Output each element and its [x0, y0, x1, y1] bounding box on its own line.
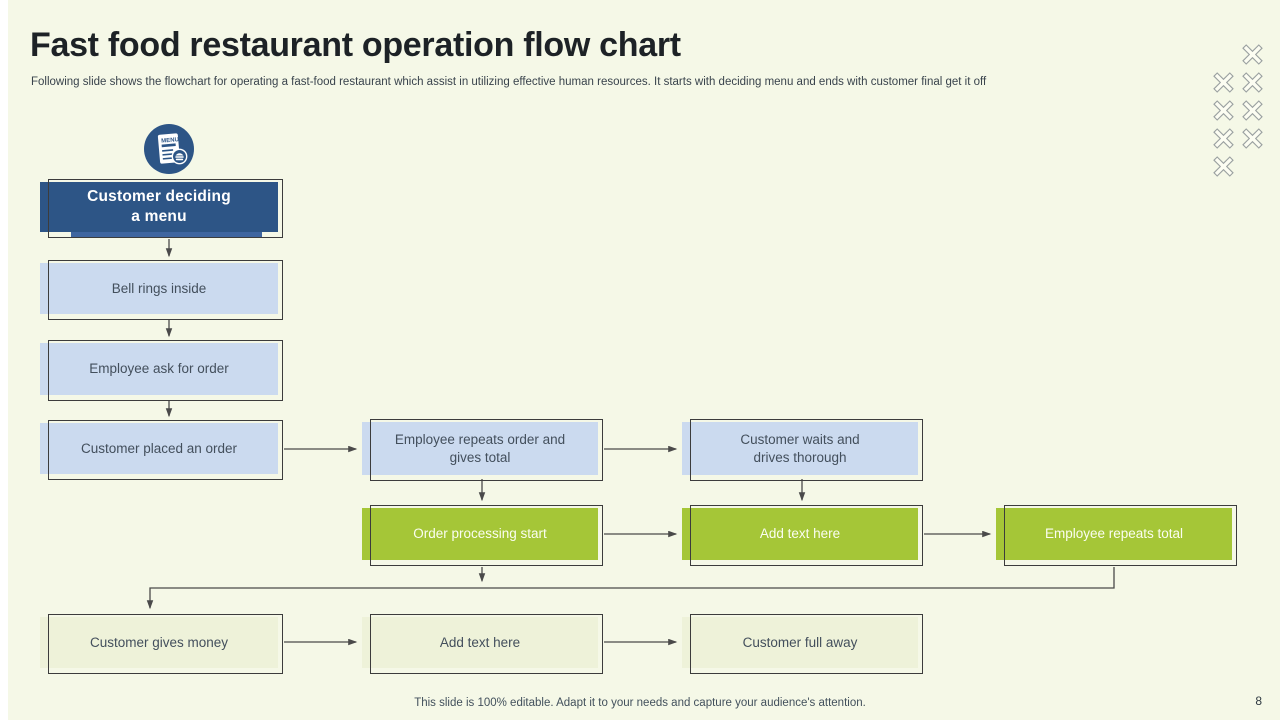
node-customer-waits: Customer waits and drives thorough — [682, 419, 923, 481]
node-label: Employee ask for order — [89, 361, 229, 377]
node-label: Add text here — [759, 526, 841, 542]
node-employee-repeats-total: Employee repeats total — [996, 505, 1237, 566]
node-customer-placed-an-order: Customer placed an order — [40, 420, 283, 480]
page-number: 8 — [1255, 694, 1262, 708]
node-label: Customer gives money — [89, 634, 229, 650]
x-cross-icon — [1213, 44, 1263, 177]
node-order-processing-start: Order processing start — [362, 505, 603, 566]
flow-elbow-arrow — [146, 567, 1115, 610]
node-label: Customer placed an order — [80, 440, 238, 456]
svg-text:MENU: MENU — [161, 137, 179, 145]
node-label: Bell rings inside — [111, 280, 207, 296]
node-bell-rings-inside: Bell rings inside — [40, 260, 283, 320]
node-customer-full-away: Customer full away — [682, 614, 923, 674]
menu-document-icon: MENU — [144, 124, 194, 174]
node-add-text-here-green: Add text here — [682, 505, 923, 566]
node-employee-repeats-order: Employee repeats order and gives total — [362, 419, 603, 481]
node-employee-ask-for-order: Employee ask for order — [40, 340, 283, 401]
page-title: Fast food restaurant operation flow char… — [30, 26, 681, 64]
x-cross-pattern-decoration — [1213, 44, 1263, 177]
node-label: Employee repeats total — [1044, 526, 1184, 542]
node-label: Add text here — [439, 634, 521, 650]
footer-note: This slide is 100% editable. Adapt it to… — [414, 697, 866, 709]
node-label: Customer waits and drives thorough — [740, 431, 860, 465]
node-label: Customer deciding a menu — [87, 187, 231, 225]
node-customer-gives-money: Customer gives money — [40, 614, 283, 674]
page-subtitle: Following slide shows the flowchart for … — [31, 76, 987, 88]
node-add-text-here-cream: Add text here — [362, 614, 603, 674]
slide-left-margin — [0, 0, 8, 720]
node-customer-deciding-a-menu: Customer deciding a menu — [40, 179, 283, 238]
node-label: Employee repeats order and gives total — [394, 431, 566, 465]
node-label: Customer full away — [742, 634, 858, 650]
node-label: Order processing start — [413, 526, 547, 542]
